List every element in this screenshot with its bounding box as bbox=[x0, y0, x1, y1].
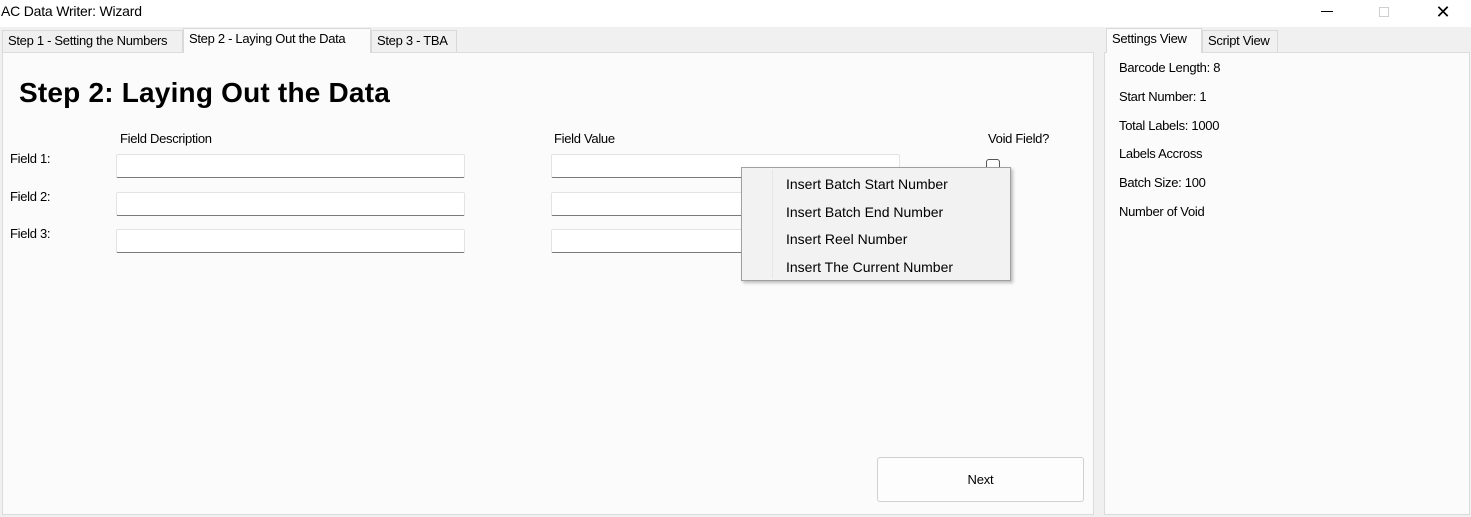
step-2-panel: Step 2: Laying Out the Data Field Descri… bbox=[2, 52, 1094, 515]
labels-across-text: Labels Accross bbox=[1119, 146, 1203, 161]
maximize-icon bbox=[1379, 7, 1389, 17]
tab-script-view[interactable]: Script View bbox=[1202, 30, 1278, 52]
field-1-description-input[interactable] bbox=[116, 154, 465, 178]
menu-item-insert-current-number[interactable]: Insert The Current Number bbox=[786, 258, 954, 275]
total-labels-text: Total Labels: 1000 bbox=[1119, 118, 1220, 133]
tab-step-3-label: Step 3 - TBA bbox=[377, 33, 448, 48]
field-2-description-input[interactable] bbox=[116, 192, 465, 216]
page-title: Step 2: Laying Out the Data bbox=[19, 77, 390, 108]
field-2-label: Field 2: bbox=[10, 189, 51, 204]
field-value-header: Field Value bbox=[554, 131, 615, 146]
title-bar: AC Data Writer: Wizard ✕ bbox=[0, 0, 1471, 27]
start-number-text: Start Number: 1 bbox=[1119, 89, 1207, 104]
field-description-header: Field Description bbox=[120, 131, 212, 146]
field-3-description-input[interactable] bbox=[116, 229, 465, 253]
batch-size-text: Batch Size: 100 bbox=[1119, 175, 1206, 190]
window-title: AC Data Writer: Wizard bbox=[1, 3, 142, 19]
tab-step-1[interactable]: Step 1 - Setting the Numbers bbox=[2, 30, 183, 52]
maximize-button[interactable] bbox=[1356, 0, 1414, 26]
number-of-void-text: Number of Void bbox=[1119, 204, 1205, 219]
close-button[interactable]: ✕ bbox=[1414, 0, 1471, 26]
settings-view-panel: Barcode Length: 8 Start Number: 1 Total … bbox=[1104, 52, 1470, 515]
tab-step-2-label: Step 2 - Laying Out the Data bbox=[189, 31, 346, 46]
tab-settings-view[interactable]: Settings View bbox=[1106, 28, 1202, 53]
minimize-icon bbox=[1321, 11, 1333, 12]
next-button[interactable]: Next bbox=[877, 457, 1084, 502]
tab-step-1-label: Step 1 - Setting the Numbers bbox=[8, 33, 168, 48]
panel-splitter[interactable] bbox=[1094, 52, 1104, 515]
menu-gutter bbox=[772, 170, 773, 278]
menu-item-insert-batch-end[interactable]: Insert Batch End Number bbox=[786, 203, 944, 220]
tab-settings-view-label: Settings View bbox=[1112, 31, 1187, 46]
field-1-value-input[interactable] bbox=[551, 154, 900, 178]
barcode-length-text: Barcode Length: 8 bbox=[1119, 60, 1221, 75]
minimize-button[interactable] bbox=[1298, 0, 1356, 26]
menu-item-insert-reel-number[interactable]: Insert Reel Number bbox=[786, 231, 908, 247]
void-field-header: Void Field? bbox=[988, 131, 1050, 146]
field-1-label: Field 1: bbox=[10, 151, 51, 166]
close-icon: ✕ bbox=[1435, 2, 1451, 22]
tab-step-2[interactable]: Step 2 - Laying Out the Data bbox=[183, 28, 371, 53]
tab-script-view-label: Script View bbox=[1208, 33, 1270, 48]
menu-item-insert-batch-start[interactable]: Insert Batch Start Number bbox=[786, 176, 948, 192]
field-3-label: Field 3: bbox=[10, 226, 51, 241]
tab-step-3[interactable]: Step 3 - TBA bbox=[371, 30, 457, 52]
insert-context-menu: Insert Batch Start Number Insert Batch E… bbox=[741, 167, 1011, 281]
